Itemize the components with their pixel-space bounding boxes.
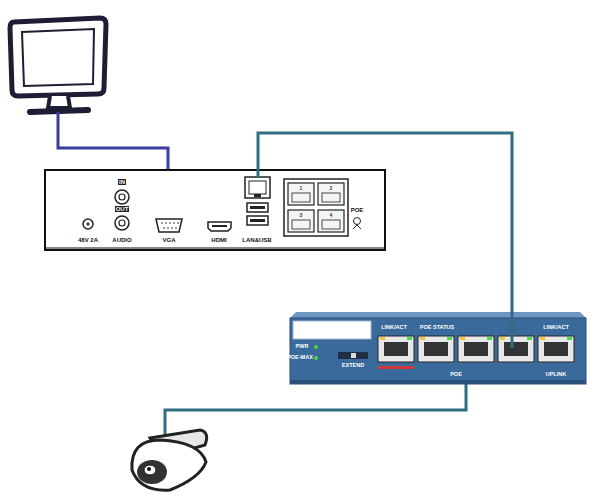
switch-label: EXTEND (342, 363, 364, 369)
poe-switch: PWR POE-MAX EXTEND LINK/ACT POE STATUS POE LIN… (290, 318, 586, 384)
monitor-icon (10, 18, 106, 112)
poe-switch-housing (290, 312, 586, 384)
port-label: AUDIO (112, 237, 131, 243)
port-label: POE (450, 372, 462, 378)
port-number: 4 (330, 213, 333, 218)
port-number: 1 (300, 186, 303, 191)
indicator-label: POE-MAX (287, 355, 313, 361)
port-label: OUT (115, 206, 130, 212)
indicator-label: PWR (296, 344, 309, 350)
nvr-panel: IN OUT AUDIO 48V 2A VGA HDMI LAN&USB 1 2 3 4 POE (45, 170, 385, 250)
cable-plug (257, 170, 260, 178)
port-label: UPLINK (546, 372, 566, 378)
nvr-housing (45, 170, 385, 250)
port-label: POE STATUS (420, 325, 454, 331)
power-label: 48V 2A (78, 237, 98, 243)
port-label: VGA (162, 237, 175, 243)
port-label: LINK/ACT (543, 325, 569, 331)
network-cable (258, 133, 512, 318)
cable-plug (511, 318, 514, 348)
dome-camera-icon (132, 430, 207, 490)
port-number: 2 (330, 186, 333, 191)
port-label: LAN&USB (242, 237, 271, 243)
port-label: POE (351, 207, 364, 213)
port-label: HDMI (211, 237, 226, 243)
port-label: IN (118, 179, 126, 185)
port-label: LINK/ACT (381, 325, 407, 331)
port-number: 3 (300, 213, 303, 218)
